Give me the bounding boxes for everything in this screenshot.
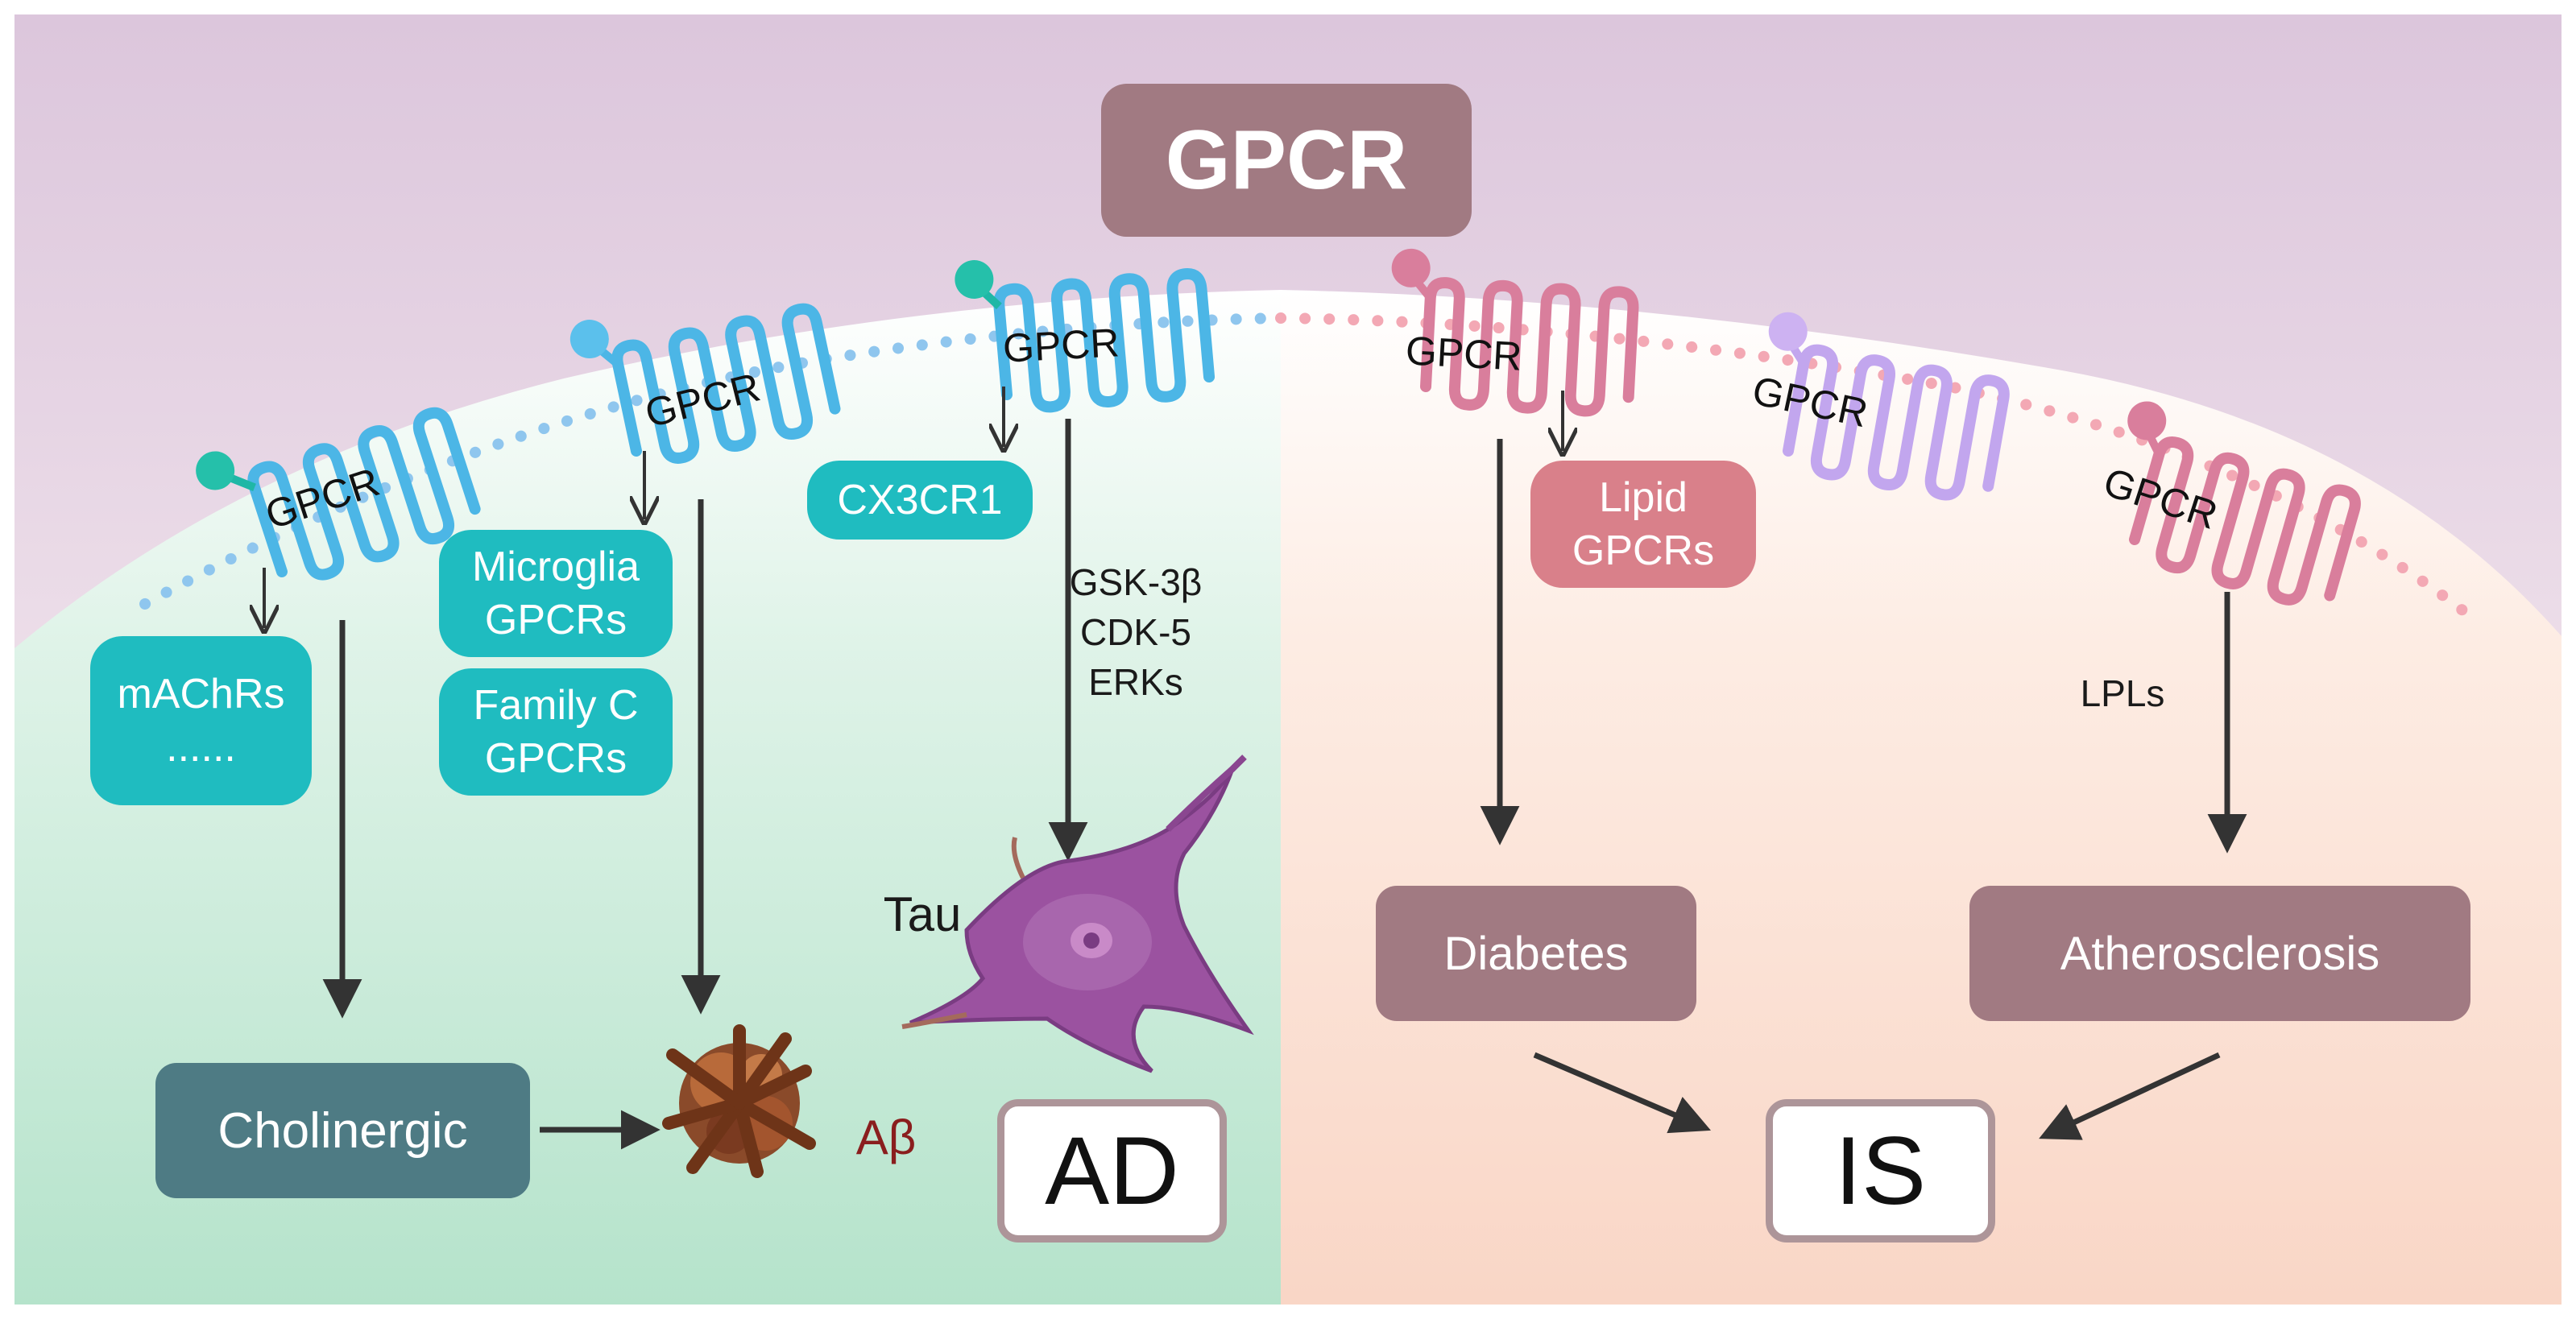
ad-box: AD <box>997 1099 1227 1243</box>
arrow-atherosclerosis-to-is <box>2039 1052 2221 1140</box>
receptor-6-icon <box>2091 401 2367 611</box>
kinase-labels: GSK-3β CDK-5 ERKs <box>1063 556 1208 709</box>
receptor-4-icon <box>1391 248 1636 414</box>
tau-label: Tau <box>883 887 962 941</box>
membrane-right <box>1275 312 2470 618</box>
is-box: IS <box>1766 1099 1995 1243</box>
lipid-label: Lipid <box>1599 474 1688 521</box>
receptor-2-icon <box>569 273 838 475</box>
receptor-3-label: GPCR <box>1001 320 1120 371</box>
receptor-4-label: GPCR <box>1404 328 1523 379</box>
abeta-label: Aβ <box>855 1110 917 1164</box>
machrs-box: mAChRs ...... <box>90 636 312 805</box>
receptor-5-icon <box>1768 312 2011 502</box>
lipid-gpcrs-box: Lipid GPCRs <box>1530 461 1756 588</box>
microglia-label: Microglia <box>471 544 640 590</box>
family-c-label: Family C <box>473 682 639 729</box>
microglia-gpcrs-label: GPCRs <box>484 597 627 643</box>
cx3cr1-box: CX3CR1 <box>807 461 1033 540</box>
gsk3b-label: GSK-3β <box>1069 561 1203 603</box>
family-c-gpcrs-label: GPCRs <box>484 735 627 782</box>
cdk5-label: CDK-5 <box>1079 611 1192 653</box>
lpls-label: LPLs <box>2080 672 2165 714</box>
neuron-tau-icon <box>901 755 1254 1073</box>
diabetes-box: Diabetes <box>1376 886 1696 1021</box>
machrs-label: mAChRs <box>117 671 285 717</box>
receptor-1-icon <box>196 379 480 602</box>
machrs-more-label: ...... <box>166 724 236 771</box>
atherosclerosis-box: Atherosclerosis <box>1969 886 2470 1021</box>
arrow-diabetes-to-is <box>1533 1052 1712 1134</box>
cholinergic-box: Cholinergic <box>155 1063 530 1198</box>
amyloid-plaque-icon <box>662 1024 816 1178</box>
receptor-3-icon <box>955 259 1210 415</box>
lipid-gpcrs-label: GPCRs <box>1572 527 1715 574</box>
family-c-gpcrs-box: Family C GPCRs <box>439 668 673 796</box>
erks-label: ERKs <box>1088 661 1183 703</box>
microglia-gpcrs-box: Microglia GPCRs <box>439 530 673 657</box>
title-box: GPCR <box>1101 84 1472 237</box>
